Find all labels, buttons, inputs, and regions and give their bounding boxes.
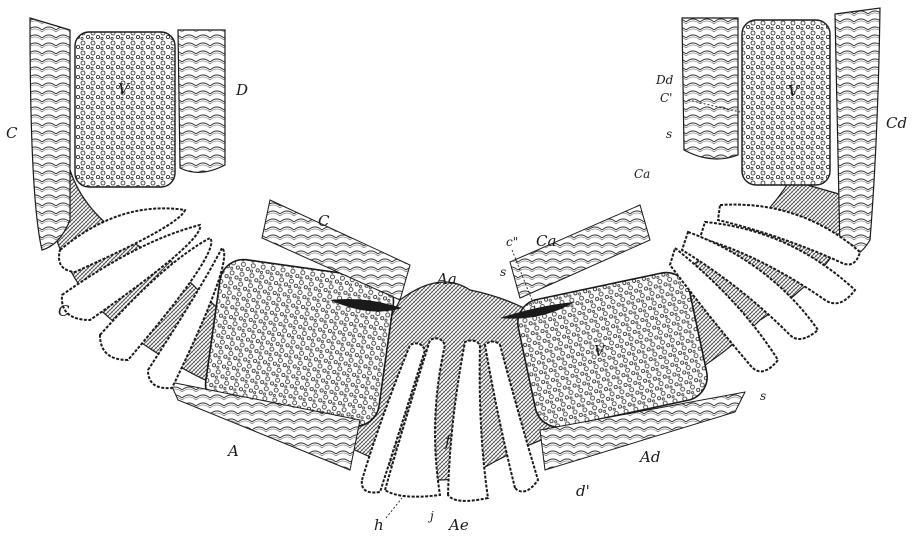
label-c-double-prime: c" xyxy=(506,236,518,248)
label-h: h xyxy=(374,518,384,533)
label-s-mid: s xyxy=(500,266,506,278)
label-V-right-top: V xyxy=(788,84,799,99)
label-C-center: C xyxy=(318,214,329,229)
label-s-upper: s xyxy=(666,128,672,140)
label-d-prime: d' xyxy=(576,484,590,499)
right-cancellous-block xyxy=(742,20,830,185)
label-C-left-mid: C xyxy=(58,304,69,319)
left-cancellous-block xyxy=(75,32,175,187)
left-column-D xyxy=(178,30,225,172)
label-f: f xyxy=(445,434,451,449)
label-s-lower: s xyxy=(760,390,766,402)
label-V-left: V xyxy=(118,82,129,97)
label-c-prime: C' xyxy=(660,92,672,104)
label-V-right: V xyxy=(594,344,605,359)
label-D: D xyxy=(236,83,248,98)
left-column-outer xyxy=(30,18,70,250)
leader-line-h xyxy=(386,498,402,518)
label-Dd: Dd xyxy=(656,74,673,86)
label-Ad: Ad xyxy=(640,450,660,465)
label-Cd: Cd xyxy=(886,116,907,131)
right-column-outer xyxy=(835,8,880,256)
label-Ae: Ae xyxy=(449,518,469,533)
label-Aa: Aa xyxy=(437,272,457,287)
right-column-Dd xyxy=(682,18,738,159)
label-C-left-top: C xyxy=(6,126,17,141)
label-j: j xyxy=(430,510,434,522)
label-Ca-prime: Ca xyxy=(536,234,556,249)
label-Ca: Ca xyxy=(634,168,650,180)
label-A: A xyxy=(228,444,239,459)
